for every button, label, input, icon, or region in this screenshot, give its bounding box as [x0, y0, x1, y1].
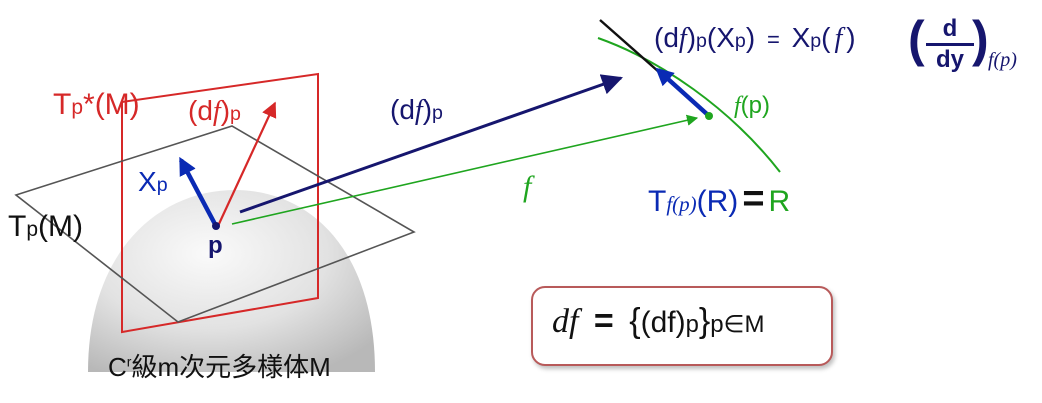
df-red-open: (d [188, 95, 213, 126]
tangent-plane [14, 125, 416, 323]
tangent-p: p [26, 218, 39, 241]
xp-p: p [156, 174, 168, 196]
f-mapping-label: f [523, 170, 532, 203]
fb-sub: p∈M [710, 311, 765, 338]
cotangent-t: T [53, 88, 72, 121]
fp-rest: (p) [740, 92, 771, 119]
target-rest: (R) [696, 185, 739, 218]
ft-rhs-x: X [791, 22, 811, 53]
formula-subscript: f(p) [988, 50, 1017, 70]
df-navy-p: p [432, 102, 443, 124]
target-t: T [648, 185, 667, 218]
formula-fraction: d dy [926, 17, 974, 72]
fb-eq: = [593, 302, 614, 340]
cotangent-p: p [71, 96, 84, 119]
ft-lhs-close: ) [686, 22, 697, 53]
formula-box [531, 286, 833, 366]
xp-x: X [138, 166, 157, 197]
fb-brace-close: } [698, 302, 711, 340]
xp-label: Xp [138, 168, 168, 196]
df-p-navy-label: (df)p [390, 96, 443, 125]
image-vector [655, 67, 710, 117]
manifold-rest: 級m次元多様体M [131, 352, 331, 382]
tangent-space-label: Tp(M) [8, 212, 83, 242]
f-of-p-label: f(p) [734, 92, 771, 119]
differential-formula: (df)p(Xp) = Xp(f) [654, 24, 856, 53]
fb-inner-p: p [685, 311, 699, 338]
fraction-bar [926, 43, 974, 46]
ft-lhs-arg-close: ) [745, 22, 756, 53]
real-line-curve [597, 37, 781, 173]
fb-inner: (df) [640, 306, 686, 339]
tangent-t: T [8, 210, 27, 243]
cotangent-space-label: Tp*(M) [53, 90, 140, 120]
tangent-vector-xp [179, 156, 218, 228]
df-navy-f: f [414, 95, 423, 126]
cotangent-rest: *(M) [83, 88, 140, 121]
f-mapping-arrow [231, 114, 699, 225]
point-p-dot [212, 222, 220, 230]
df-red-f: f [212, 96, 221, 127]
fb-brace-open: { [629, 302, 641, 340]
formula-big-paren-close: ) [972, 11, 989, 67]
df-navy-open: (d [390, 94, 415, 125]
fb-lhs: df [552, 303, 579, 340]
point-fp-dot [705, 112, 713, 120]
fraction-denominator: dy [935, 46, 964, 73]
ft-rhs-open: ( [821, 22, 831, 53]
formula-big-paren-open: ( [908, 11, 925, 67]
df-red-close: ) [220, 95, 231, 126]
target-r: R [768, 185, 791, 218]
ft-eq: = [766, 27, 780, 52]
df-red-p: p [230, 103, 241, 125]
covector-arrow [217, 101, 277, 227]
ft-lhs-p: p [696, 30, 707, 52]
tangent-rest: (M) [38, 210, 83, 243]
target-space-label: Tf(p)(R)=R [648, 180, 790, 218]
fraction-numerator: d [942, 15, 958, 42]
ft-lhs-arg-p: p [734, 30, 746, 52]
cotangent-plane [121, 72, 319, 334]
ft-lhs-open: (d [654, 22, 679, 53]
formula-box-content: df = {(df)p}p∈M [552, 304, 764, 339]
target-sub: f(p) [666, 192, 697, 216]
ft-rhs-sub: f(p) [988, 49, 1017, 71]
df-mapping-arrow [239, 74, 623, 214]
ft-lhs-arg: (X [706, 22, 735, 53]
fp-f: f [734, 93, 741, 119]
ft-lhs-f: f [678, 23, 687, 54]
ft-rhs-close: ) [846, 22, 856, 53]
point-p-label: p [208, 232, 223, 259]
df-p-red-label: (df)p [188, 97, 241, 126]
target-eq: = [742, 178, 765, 220]
ft-rhs-p: p [810, 30, 822, 52]
manifold-sup: r [126, 353, 132, 370]
manifold-dome [88, 190, 375, 372]
manifold-c: C [108, 352, 127, 382]
manifold-label: Cr級m次元多様体M [108, 354, 331, 380]
df-navy-close: ) [422, 94, 433, 125]
ft-rhs-f: f [834, 23, 843, 54]
